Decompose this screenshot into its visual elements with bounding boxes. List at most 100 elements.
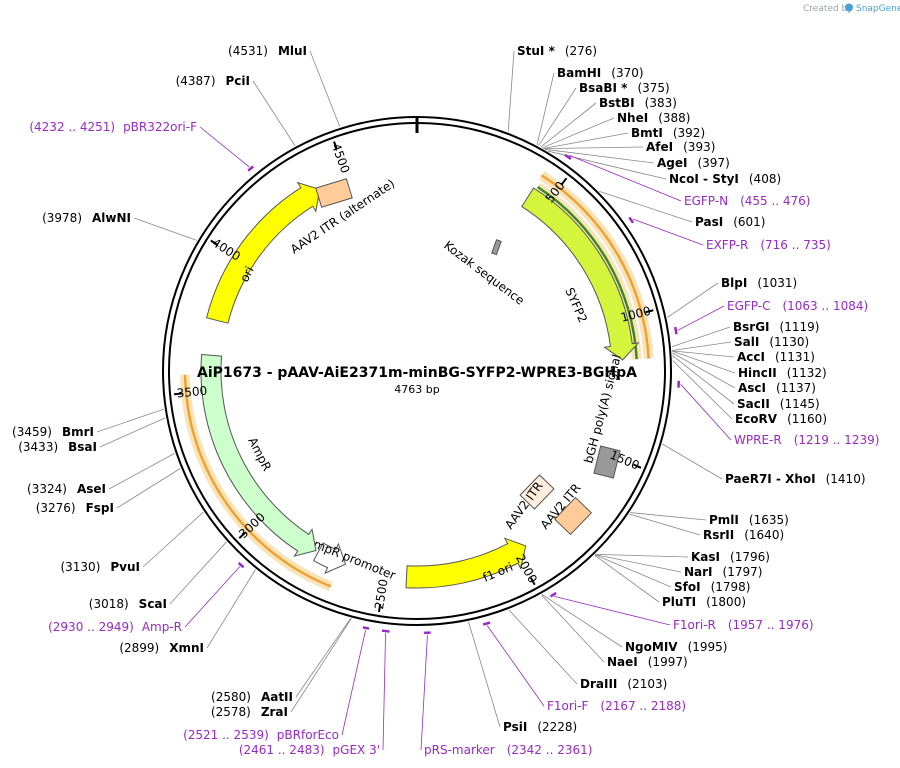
primer-label[interactable]: F1ori-F(2167 .. 2188) — [547, 699, 686, 713]
primer-label[interactable]: pRS-marker(2342 .. 2361) — [424, 743, 592, 757]
enzyme-label[interactable]: StuI *(276) — [517, 44, 597, 58]
enzyme-label[interactable]: PluTI(1800) — [662, 595, 746, 609]
enzyme-label[interactable]: AccI(1131) — [737, 350, 815, 364]
primer-label[interactable]: (4232 .. 4251)pBR322ori-F — [29, 120, 197, 134]
enzyme-label[interactable]: NcoI - StyI(408) — [669, 172, 781, 186]
feature-syfp2-label: SYFP2 — [562, 286, 590, 325]
feature-bgh-polya-box[interactable] — [593, 445, 621, 479]
credit-prefix: Created by — [803, 4, 853, 14]
enzyme-connector — [116, 468, 181, 509]
enzyme-label[interactable]: EcoRV(1160) — [735, 412, 827, 426]
enzyme-label[interactable]: NarI(1797) — [684, 565, 762, 579]
enzyme-connector — [309, 50, 341, 128]
feature-aav2-itr-1-box[interactable] — [519, 474, 555, 510]
primer-label[interactable]: EXFP-R(716 .. 735) — [706, 238, 831, 252]
primer-label[interactable]: (2461 .. 2483)pGEX 3' — [239, 743, 380, 757]
enzyme-label[interactable]: AgeI(397) — [657, 156, 730, 170]
credit-brand: SnapGene — [856, 4, 900, 14]
feature-aav2-itr-alt-box[interactable] — [315, 178, 353, 208]
syfp2-orange-highlight — [538, 171, 654, 359]
enzyme-label[interactable]: (3276)FspI — [36, 501, 114, 515]
enzyme-connector — [543, 146, 644, 150]
primer-label[interactable]: F1ori-R(1957 .. 1976) — [673, 618, 814, 632]
enzyme-label[interactable]: BsaBI *(375) — [579, 81, 670, 95]
primer-connector — [486, 625, 545, 707]
enzyme-label[interactable]: AfeI(393) — [646, 140, 715, 154]
primer-label[interactable]: (2521 .. 2539)pBRforEco — [183, 728, 339, 742]
plasmid-length: 4763 bp — [394, 383, 439, 396]
feature-ampr-arrow[interactable] — [200, 354, 317, 557]
primer-label[interactable]: EGFP-C(1063 .. 1084) — [727, 299, 868, 313]
primer-site-mark[interactable] — [362, 626, 370, 630]
enzyme-label[interactable]: PasI(601) — [695, 215, 765, 229]
enzyme-label[interactable]: BsrGI(1119) — [733, 320, 819, 334]
primer-site-mark[interactable] — [674, 326, 678, 335]
primer-label[interactable]: EGFP-N(455 .. 476) — [684, 194, 811, 208]
enzyme-connector — [508, 609, 578, 685]
tick-label: 2500 — [372, 578, 391, 610]
tick-label: 4000 — [210, 236, 243, 264]
primer-site-mark[interactable] — [237, 562, 245, 569]
enzyme-label[interactable]: NheI(388) — [617, 111, 690, 125]
primer-label[interactable]: (2930 .. 2949)Amp-R — [48, 620, 182, 634]
enzyme-label[interactable]: AscI(1137) — [738, 381, 816, 395]
primer-site-mark[interactable] — [564, 153, 572, 160]
primer-connector — [632, 218, 704, 246]
enzyme-label[interactable]: (2578)ZraI — [211, 705, 288, 719]
feature-aav2-itr-2-box[interactable] — [553, 496, 593, 536]
enzyme-label[interactable]: (3433)BsaI — [18, 440, 97, 454]
enzyme-label[interactable]: RsrII(1640) — [703, 528, 784, 542]
enzyme-label[interactable]: (4531)MluI — [228, 44, 307, 58]
tick-mark — [174, 392, 183, 396]
primer-site-mark[interactable] — [247, 165, 254, 172]
enzyme-label[interactable]: (2580)AatII — [211, 690, 293, 704]
enzyme-connector — [662, 443, 723, 480]
tick-mark — [633, 463, 642, 469]
primer-connector — [184, 566, 241, 628]
enzyme-connector — [99, 417, 166, 448]
enzyme-label[interactable]: KasI(1796) — [691, 550, 770, 564]
enzyme-label[interactable]: PaeR7I - XhoI(1410) — [725, 472, 866, 486]
primer-site-mark[interactable] — [628, 216, 635, 224]
feature-kozak-box[interactable] — [491, 239, 502, 256]
enzyme-label[interactable]: NgoMIV(1995) — [625, 640, 727, 654]
enzyme-label[interactable]: SalI(1130) — [734, 335, 809, 349]
enzyme-label[interactable]: (4387)PciI — [176, 74, 250, 88]
primer-site-mark[interactable] — [381, 629, 390, 633]
enzyme-label[interactable]: BlpI(1031) — [721, 276, 797, 290]
feature-syfp2-arrow[interactable] — [521, 187, 640, 361]
enzyme-label[interactable]: NaeI(1997) — [607, 655, 688, 669]
enzyme-label[interactable]: (3978)AlwNI — [42, 211, 131, 225]
primer-connector — [680, 384, 732, 441]
enzyme-label[interactable]: (3324)AseI — [27, 482, 106, 496]
primer-label[interactable]: WPRE-R(1219 .. 1239) — [734, 433, 879, 447]
enzyme-label[interactable]: DraIII(2103) — [580, 677, 667, 691]
feature-ampr-promoter-arrow[interactable] — [312, 542, 347, 575]
feature-f1-ori-arrow[interactable] — [405, 537, 527, 589]
enzyme-label[interactable]: BamHI(370) — [557, 66, 644, 80]
tick-mark — [529, 577, 536, 586]
enzyme-label[interactable]: (3018)ScaI — [89, 597, 167, 611]
enzyme-label[interactable]: (2899)XmnI — [119, 641, 204, 655]
enzyme-connector — [672, 352, 736, 389]
tick-mark — [560, 177, 568, 186]
enzyme-label[interactable]: BstBI(383) — [599, 96, 677, 110]
enzyme-label[interactable]: PmlI(1635) — [709, 513, 789, 527]
enzyme-label[interactable]: (3459)BmrI — [12, 425, 94, 439]
primer-connector — [382, 633, 386, 751]
enzyme-connector — [599, 190, 693, 223]
enzyme-label[interactable]: HincII(1132) — [738, 366, 827, 380]
ampr-orange-bar[interactable] — [183, 374, 332, 588]
enzyme-label[interactable]: PsiI(2228) — [503, 720, 577, 734]
enzyme-connector — [290, 618, 352, 713]
tick-label: 2000 — [513, 552, 540, 586]
enzyme-label[interactable]: SfoI(1798) — [674, 580, 750, 594]
enzyme-label[interactable]: SacII(1145) — [737, 397, 820, 411]
primer-site-mark[interactable] — [482, 621, 491, 626]
primer-site-mark[interactable] — [549, 591, 557, 598]
enzyme-connector — [169, 541, 227, 605]
enzyme-connector — [544, 148, 655, 164]
enzyme-connector — [595, 554, 672, 588]
enzyme-label[interactable]: BmtI(392) — [631, 126, 705, 140]
enzyme-label[interactable]: (3130)PvuI — [60, 560, 140, 574]
